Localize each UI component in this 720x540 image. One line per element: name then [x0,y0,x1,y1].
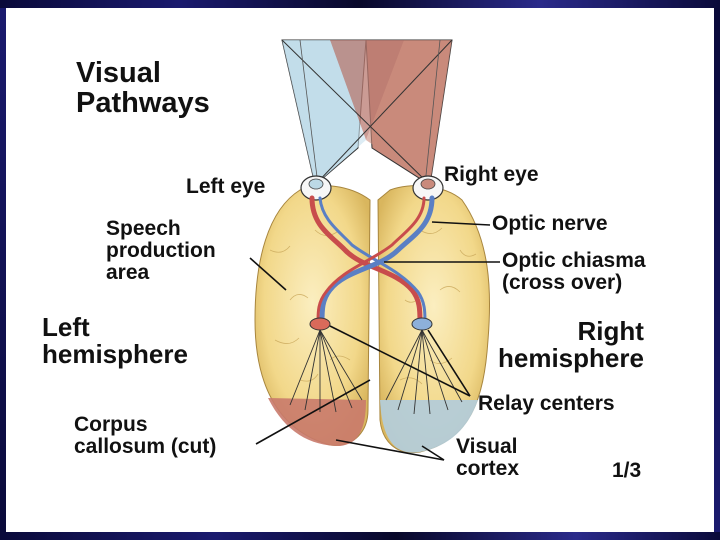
left-eye-pathway-blue [318,196,427,324]
right-eye-pathway-red [316,196,426,324]
page-fraction-label: 1/3 [612,459,642,482]
optic-chiasma-label: Optic chiasma (cross over) [502,249,646,295]
visual-field-overlap [330,40,404,140]
left-hemisphere-label: Left hemisphere [42,312,188,370]
left-visual-cortex [268,398,366,446]
leader-relay-left [329,325,471,397]
leader-speech-area [249,257,287,291]
optic-radiations [289,329,463,415]
optic-pathways [309,195,435,325]
visual-cortex-label: Visual cortex [456,435,520,481]
diagram-title: Visual Pathways [76,57,210,120]
slide-border-right [714,8,720,532]
leader-corpus-callosum [255,379,371,445]
slide-border-top [0,0,720,8]
left-relay-center [309,317,331,331]
slide-border-left [0,8,6,532]
right-hemisphere-label: Right hemisphere [498,316,644,374]
brain [254,185,491,454]
leader-visual-cortex-right [421,445,445,461]
visual-field [281,39,453,186]
leader-relay-right [427,329,471,397]
leader-visual-cortex-left [335,439,445,461]
left-eyeball [300,175,332,201]
right-eye-label: Right eye [444,163,539,186]
corpus-callosum-label: Corpus callosum (cut) [74,413,217,459]
right-eyeball [412,175,444,201]
right-relay-center [411,317,433,331]
leader-lines [249,221,500,461]
speech-production-area-label: Speech production area [106,217,216,285]
slide-border-bottom [0,532,720,540]
left-eye-pathway-red [309,195,423,325]
leader-optic-nerve [431,221,491,226]
left-eye-label: Left eye [186,175,266,198]
right-visual-cortex [380,400,478,453]
right-eye-pathway-blue [319,195,435,325]
relay-centers-label: Relay centers [478,392,615,415]
optic-nerve-label: Optic nerve [492,212,608,235]
